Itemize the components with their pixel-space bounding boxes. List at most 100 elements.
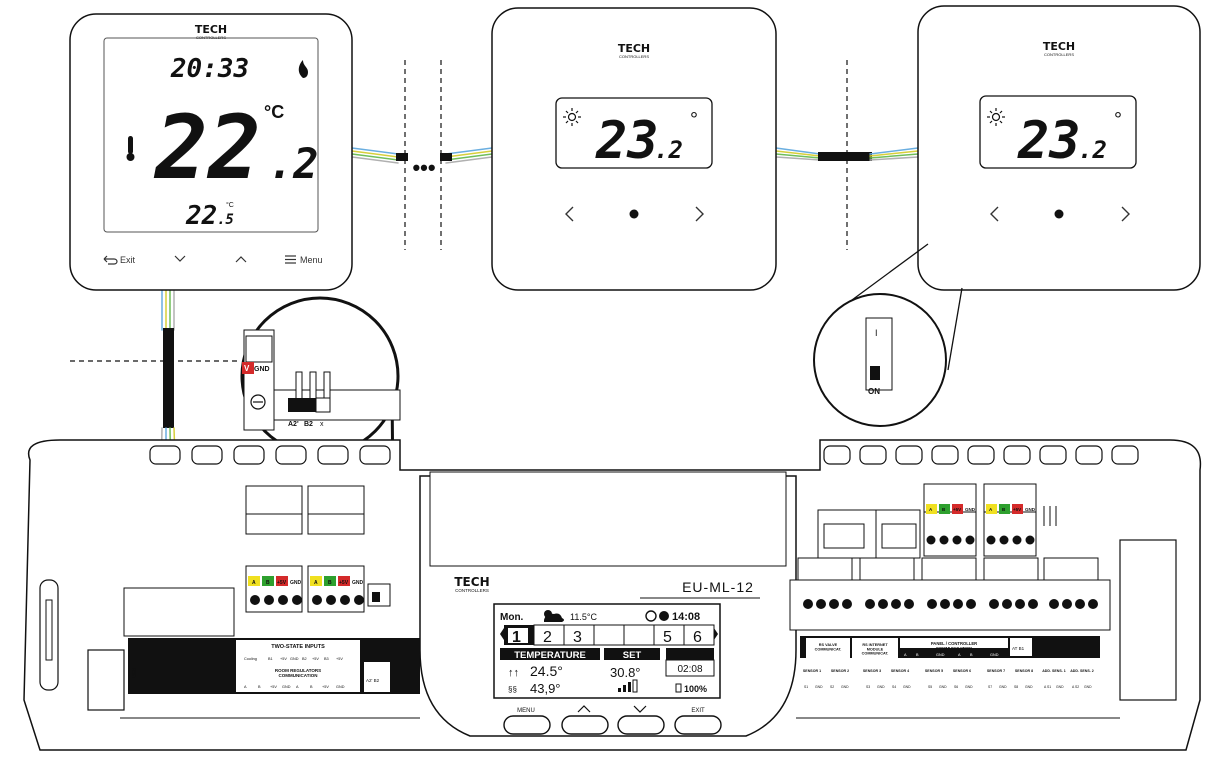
svg-text:B: B [942, 507, 946, 512]
exit-button[interactable]: Exit [103, 255, 136, 265]
svg-text:SENSOR 2: SENSOR 2 [831, 669, 849, 673]
svg-text:GND: GND [1025, 685, 1033, 689]
room-temp-arrows: ↑↑ [508, 667, 519, 679]
degree-mark: ° [690, 109, 698, 131]
svg-text:+5V: +5V [312, 657, 319, 661]
at-b1-label: AT B1 [1012, 646, 1025, 651]
chevron-down-icon[interactable] [174, 255, 186, 262]
svg-text:B: B [310, 685, 313, 689]
controller-ml12: A B +5V GND A B +5V GND USB TWO-STATE IN… [23, 439, 1202, 751]
up-button[interactable] [561, 715, 609, 735]
chevron-up-icon[interactable] [235, 256, 247, 263]
svg-text:GND: GND [815, 685, 823, 689]
chevron-up-icon [577, 705, 591, 713]
dip-switch-zoom: I ON [813, 243, 963, 427]
zone-5[interactable]: 5 [663, 629, 672, 646]
svg-text:S3: S3 [866, 685, 870, 689]
brand-logo: TECH [1043, 40, 1075, 53]
svg-text:A S1: A S1 [1044, 685, 1051, 689]
dot-button[interactable] [629, 209, 639, 219]
svg-text:S8: S8 [1014, 685, 1018, 689]
chevron-left-icon[interactable] [990, 206, 999, 222]
svg-text:B3: B3 [324, 657, 329, 661]
screen-time: 14:08 [672, 611, 700, 623]
signal-icon [618, 679, 638, 693]
svg-text:B: B [916, 653, 919, 657]
outside-temperature: 11.5°C [570, 612, 597, 622]
svg-text:B2: B2 [302, 657, 307, 661]
left-pin-colors [248, 576, 350, 586]
svg-text:GND: GND [965, 685, 973, 689]
svg-text:GND: GND [290, 657, 299, 661]
flame-icon [298, 60, 308, 78]
svg-text:Exit: Exit [120, 255, 136, 265]
svg-text:+5V: +5V [280, 657, 287, 661]
clock-display: 20:33 [170, 54, 249, 84]
svg-text:B: B [266, 580, 270, 586]
brand-sub: CONTROLLERS [619, 54, 649, 59]
svg-text:A: A [929, 507, 933, 512]
brand-logo: TECH [454, 575, 489, 589]
temperature-int: 23 [1017, 111, 1081, 171]
zone-3[interactable]: 3 [573, 629, 582, 646]
svg-text:V: V [244, 364, 250, 373]
zone-bar: 1 2 3 5 6 [500, 624, 718, 646]
svg-text:SENSOR 8: SENSOR 8 [1015, 669, 1033, 673]
svg-text:A: A [314, 580, 318, 586]
dip-switch-toggle [870, 366, 880, 380]
right-top-pin-colors [926, 504, 1023, 514]
thermometer-icon [126, 136, 135, 161]
svg-text:GND: GND [336, 685, 345, 689]
svg-text:A2': A2' [288, 421, 299, 428]
exit-label: EXIT [691, 708, 705, 714]
svg-text:GND: GND [903, 685, 911, 689]
floor-icon: §§ [508, 685, 517, 694]
connector-dots: ••• [412, 155, 435, 180]
setpoint-dec: .5 [217, 212, 234, 228]
brand-logo: TECH [618, 42, 650, 55]
svg-text:GND: GND [290, 580, 302, 586]
svg-text:B: B [1002, 507, 1006, 512]
temperature-unit: °C [264, 102, 284, 122]
wire-bundle-top-right [775, 147, 919, 161]
usb-label: USB [132, 667, 138, 678]
model-label: EU-ML-12 [682, 579, 754, 595]
setpoint-unit: °C [226, 201, 234, 209]
chevron-right-icon[interactable] [1121, 206, 1130, 222]
svg-text:B: B [970, 653, 973, 657]
svg-text:GND: GND [877, 685, 885, 689]
thermostat-main: TECH CONTROLLERS 20:33 22 .2 °C 22 .5 °C… [69, 13, 353, 291]
brand-logo: TECH [195, 23, 227, 36]
svg-text:GND: GND [939, 685, 947, 689]
timer-value: 02:08 [677, 664, 702, 675]
zone-1[interactable]: 1 [512, 629, 521, 646]
zone-6[interactable]: 6 [693, 629, 702, 646]
menu-button[interactable] [503, 715, 551, 735]
chevron-left-icon[interactable] [565, 206, 574, 222]
svg-text:+5V: +5V [1013, 507, 1021, 512]
exit-button[interactable] [674, 715, 722, 735]
setpoint-int: 22 [185, 201, 217, 231]
chevron-down-icon [633, 705, 647, 713]
chevron-right-icon[interactable] [695, 206, 704, 222]
battery-value: 100% [684, 684, 707, 694]
zone-2[interactable]: 2 [543, 629, 552, 646]
svg-text:SENSOR 3: SENSOR 3 [863, 669, 881, 673]
dip-on-label: ON [868, 387, 880, 396]
lcd-screen: Mon. 11.5°C 14:08 1 2 [493, 603, 721, 699]
svg-text:GND: GND [1056, 685, 1064, 689]
down-button[interactable] [617, 715, 665, 735]
svg-text:SENSOR 1: SENSOR 1 [803, 669, 821, 673]
svg-text:GND: GND [1025, 507, 1036, 512]
dot-button[interactable] [1054, 209, 1064, 219]
svg-text:S2: S2 [830, 685, 834, 689]
svg-text:Cooling: Cooling [244, 657, 257, 661]
sun-icon [563, 108, 581, 126]
menu-button[interactable]: Menu [285, 255, 323, 265]
svg-text:B1: B1 [268, 657, 273, 661]
panel-right: TECH CONTROLLERS 23 .2 ° [917, 5, 1201, 291]
degree-mark: ° [1114, 109, 1122, 131]
svg-text:+5V: +5V [953, 507, 961, 512]
